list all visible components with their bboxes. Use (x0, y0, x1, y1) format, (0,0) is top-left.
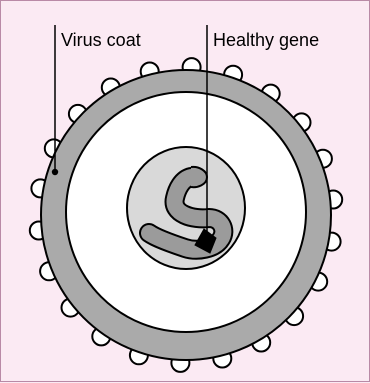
healthy-gene-leader-dot (204, 233, 210, 239)
virus-coat-leader-dot (52, 169, 58, 175)
virus-coat-label: Virus coat (61, 30, 141, 50)
healthy-gene-label: Healthy gene (213, 30, 319, 50)
